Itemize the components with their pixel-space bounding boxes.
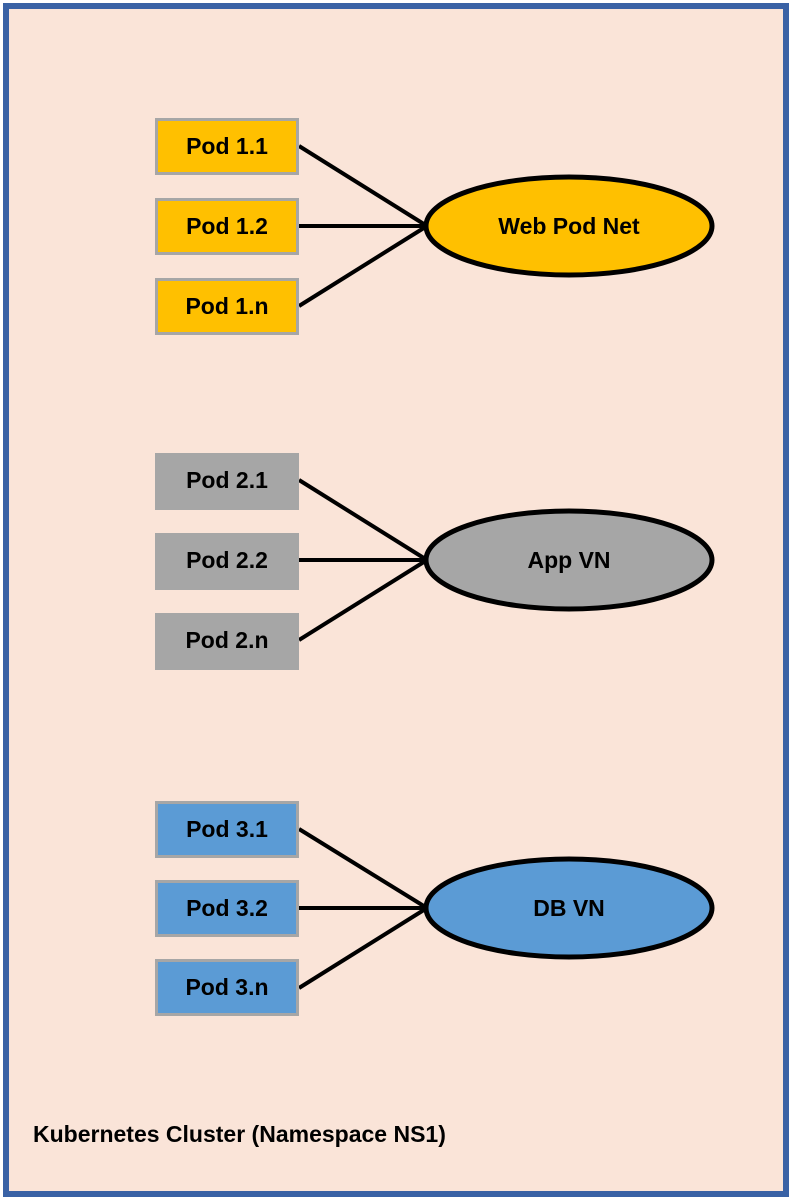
connector-pod-1-n-to-web-pod-net xyxy=(297,224,429,308)
pod-box-1-1[interactable] xyxy=(155,118,299,175)
pod-box-1-n[interactable] xyxy=(155,278,299,335)
pod-label-2-n: Pod 2.n xyxy=(185,627,268,653)
pod-label-2-2: Pod 2.2 xyxy=(186,547,268,573)
connector-pod-2-n-to-app-vn xyxy=(297,558,429,642)
pod-group-web: Web Pod Net Pod 1.1 Pod 1.2 Pod 1.n xyxy=(155,118,715,335)
pod-box-3-1[interactable] xyxy=(155,801,299,858)
network-ellipse-db-vn[interactable] xyxy=(423,856,715,960)
connector-pod-2-1-to-app-vn xyxy=(297,478,429,562)
pod-box-3-2[interactable] xyxy=(155,880,299,937)
pod-label-1-n: Pod 1.n xyxy=(185,293,268,319)
pod-box-2-2[interactable] xyxy=(155,533,299,590)
pod-group-app: App VN Pod 2.1 Pod 2.2 Pod 2.n xyxy=(155,453,715,670)
pod-label-1-1: Pod 1.1 xyxy=(186,133,268,159)
network-ellipse-app-vn[interactable] xyxy=(423,508,715,612)
pod-label-3-2: Pod 3.2 xyxy=(186,895,268,921)
pod-box-3-n[interactable] xyxy=(155,959,299,1016)
network-label-app-vn: App VN xyxy=(527,547,610,573)
connector-pod-3-n-to-db-vn xyxy=(297,906,429,990)
connector-pod-1-1-to-web-pod-net xyxy=(297,144,429,228)
connector-pod-3-1-to-db-vn xyxy=(297,827,429,910)
pod-label-2-1: Pod 2.1 xyxy=(186,467,268,493)
cluster-caption: Kubernetes Cluster (Namespace NS1) xyxy=(33,1121,446,1147)
pod-group-db: DB VN Pod 3.1 Pod 3.2 Pod 3.n xyxy=(155,801,715,1016)
pod-label-3-n: Pod 3.n xyxy=(185,974,268,1000)
pod-box-1-2[interactable] xyxy=(155,198,299,255)
network-ellipse-web-pod-net[interactable] xyxy=(423,174,715,278)
pod-box-2-n[interactable] xyxy=(155,613,299,670)
pod-label-3-1: Pod 3.1 xyxy=(186,816,268,842)
network-label-web-pod-net: Web Pod Net xyxy=(498,213,640,239)
pod-label-1-2: Pod 1.2 xyxy=(186,213,268,239)
network-label-db-vn: DB VN xyxy=(533,895,605,921)
pod-box-2-1[interactable] xyxy=(155,453,299,510)
